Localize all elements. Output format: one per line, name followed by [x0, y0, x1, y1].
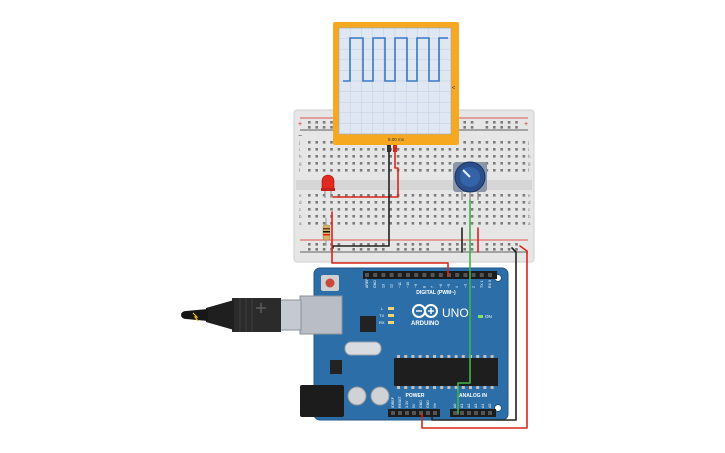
rail-plus-label: +	[298, 121, 302, 128]
power-label: POWER	[406, 393, 425, 399]
svg-text:~5: ~5	[447, 284, 451, 288]
svg-text:GND: GND	[373, 280, 377, 288]
analog-header[interactable]	[450, 409, 496, 417]
svg-text:d: d	[528, 200, 531, 205]
svg-text:c: c	[299, 207, 302, 212]
center-channel	[296, 180, 532, 190]
led-red[interactable]	[321, 174, 335, 198]
breadboard-holes[interactable]	[308, 121, 526, 251]
usb-b-port[interactable]	[299, 295, 343, 335]
svg-text:j: j	[298, 140, 300, 145]
svg-text:L: L	[381, 306, 384, 311]
svg-text:g: g	[528, 161, 531, 166]
resistor[interactable]	[322, 218, 331, 246]
arduino-uno-board[interactable]: DIGITAL (PWM~) POWER ANALOG IN ARDUINO U…	[299, 267, 509, 421]
svg-text:~10: ~10	[406, 282, 410, 288]
svg-text:i: i	[299, 147, 300, 152]
dc-power-jack[interactable]	[300, 385, 344, 417]
svg-text:A5: A5	[488, 404, 492, 408]
wire-black-probe[interactable]	[332, 151, 390, 249]
usb-b-cable[interactable]	[181, 298, 302, 332]
svg-text:e: e	[299, 193, 302, 198]
oscilloscope-time-scale: 8.00 ms	[388, 137, 405, 142]
wire-red-5v[interactable]	[421, 245, 528, 429]
wire-red-probe[interactable]	[332, 151, 399, 198]
rail-plus-label-right: +	[524, 121, 528, 128]
svg-text:2: 2	[472, 286, 476, 288]
svg-text:i: i	[528, 147, 529, 152]
svg-text:~11: ~11	[398, 282, 402, 288]
oscilloscope[interactable]: 8.00 ms V	[333, 22, 459, 152]
oscilloscope-probe-pos[interactable]	[393, 145, 397, 152]
svg-text:RESET: RESET	[398, 395, 402, 408]
svg-text:e: e	[528, 193, 531, 198]
svg-text:12: 12	[390, 284, 394, 288]
svg-text:RX: RX	[379, 320, 385, 325]
svg-text:f: f	[528, 168, 530, 173]
svg-text:TX: TX	[379, 313, 384, 318]
svg-text:RX 0: RX 0	[488, 280, 492, 288]
oscilloscope-side-label: V	[451, 86, 456, 89]
svg-text:GND: GND	[419, 400, 423, 408]
svg-text:d: d	[299, 200, 302, 205]
svg-text:c: c	[528, 207, 531, 212]
svg-text:A0: A0	[453, 404, 457, 408]
svg-text:b: b	[299, 214, 302, 219]
svg-text:g: g	[299, 161, 302, 166]
rail-minus-label: −	[298, 133, 302, 140]
arduino-model: UNO	[442, 306, 469, 320]
svg-text:5V: 5V	[412, 403, 416, 408]
analog-in-label: ANALOG IN	[459, 393, 487, 399]
usb-bolt-icon	[192, 312, 199, 322]
digital-pin-labels: AREF GND 13 12 ~11 ~10 ~9 8 7 ~6 ~5 4 ~3 2 TX 1 RX 0	[365, 278, 492, 288]
svg-text:4: 4	[455, 286, 459, 288]
potentiometer[interactable]	[453, 161, 487, 200]
header-holes[interactable]	[365, 273, 492, 415]
status-leds: L TX RX	[379, 306, 394, 325]
atmega-chip	[394, 358, 498, 386]
usb-symbol-icon	[256, 303, 266, 313]
svg-text:GND: GND	[426, 400, 430, 408]
on-led	[478, 315, 483, 318]
svg-text:b: b	[528, 214, 531, 219]
svg-text:8: 8	[422, 286, 426, 288]
wire-green-a0[interactable]	[457, 199, 471, 415]
svg-text:IOREF: IOREF	[391, 396, 395, 408]
svg-text:~9: ~9	[414, 284, 418, 288]
svg-text:f: f	[299, 168, 301, 173]
svg-text:7: 7	[431, 286, 435, 288]
svg-text:A1: A1	[460, 404, 464, 408]
svg-text:a: a	[528, 221, 531, 226]
svg-text:AREF: AREF	[365, 278, 369, 288]
wires[interactable]	[331, 151, 528, 429]
svg-text:A4: A4	[481, 404, 485, 408]
oscilloscope-trace	[343, 37, 448, 82]
on-label: ON	[485, 314, 492, 319]
svg-text:a: a	[299, 221, 302, 226]
arduino-brand: ARDUINO	[411, 321, 439, 327]
wire-red-digital[interactable]	[331, 211, 449, 277]
svg-text:A2: A2	[467, 404, 471, 408]
svg-text:~3: ~3	[463, 284, 467, 288]
svg-text:Vin: Vin	[433, 403, 437, 408]
arduino-logo-icon	[412, 304, 438, 318]
digital-header[interactable]	[363, 271, 497, 279]
svg-text:h: h	[299, 154, 302, 159]
svg-text:TX 1: TX 1	[480, 280, 484, 288]
svg-text:h: h	[528, 154, 531, 159]
svg-text:j: j	[527, 140, 529, 145]
svg-text:3.3V: 3.3V	[405, 400, 409, 408]
oscilloscope-probe-neg[interactable]	[387, 145, 391, 152]
digital-pwm-label: DIGITAL (PWM~)	[416, 290, 456, 296]
svg-text:13: 13	[381, 284, 385, 288]
reset-button-cap[interactable]	[325, 278, 335, 288]
wire-black-gnd[interactable]	[431, 247, 517, 421]
svg-text:A3: A3	[474, 404, 478, 408]
svg-text:~6: ~6	[439, 284, 443, 288]
